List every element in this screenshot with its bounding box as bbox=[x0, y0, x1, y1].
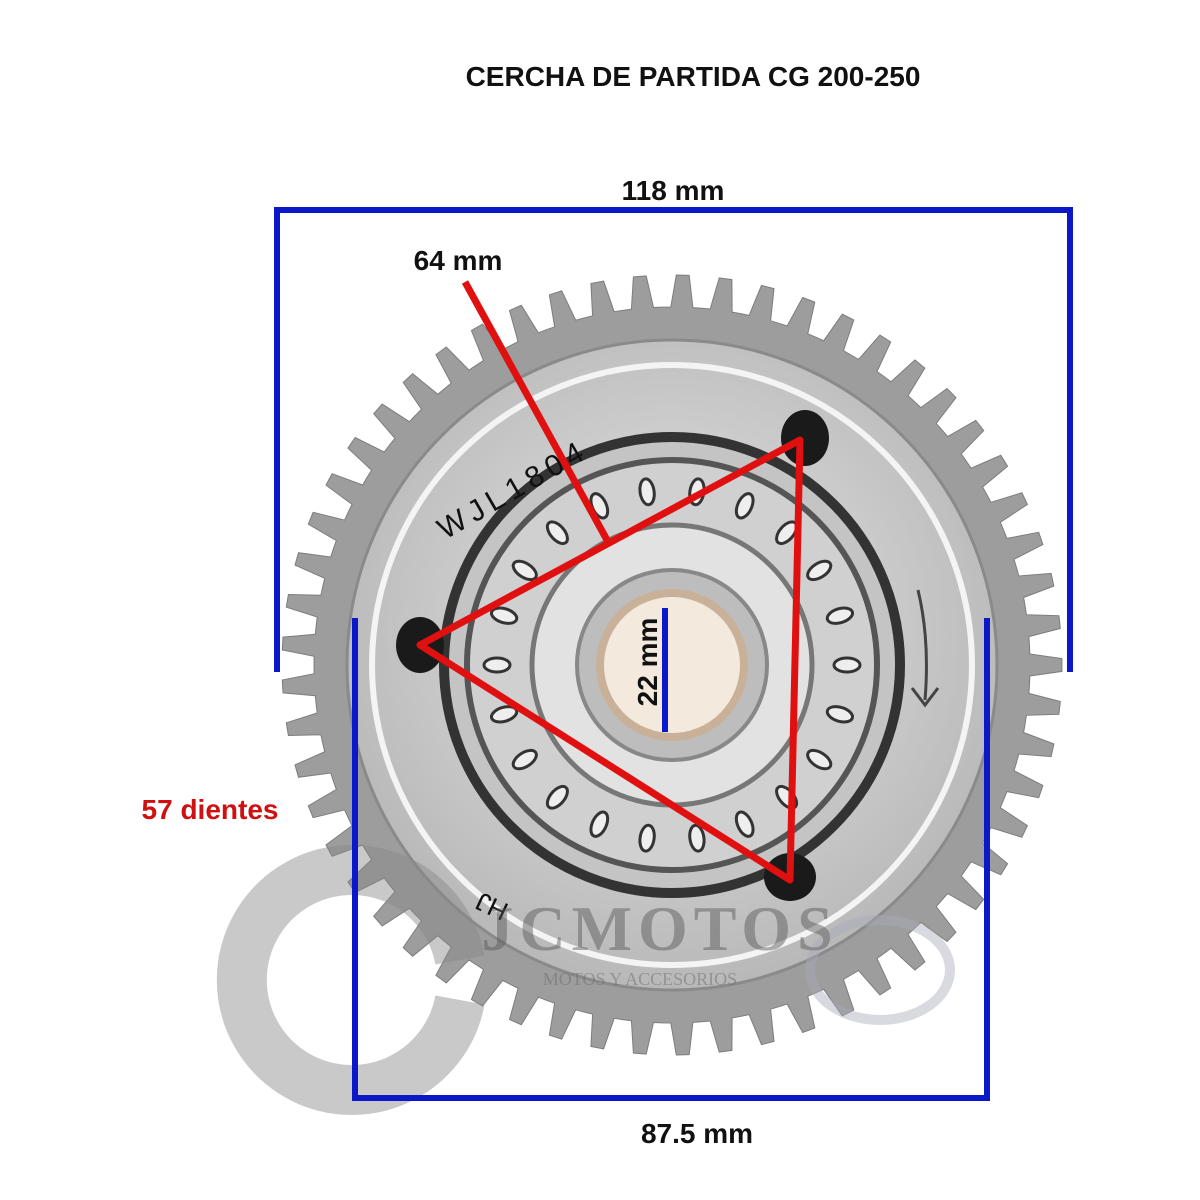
roller bbox=[832, 656, 862, 674]
roller bbox=[734, 810, 755, 838]
roller bbox=[638, 477, 656, 507]
roller bbox=[806, 748, 833, 771]
page-title: CERCHA DE PARTIDA CG 200-250 bbox=[466, 61, 921, 92]
teeth-count-label: 57 dientes bbox=[142, 794, 279, 825]
roller bbox=[545, 520, 569, 546]
roller bbox=[688, 823, 706, 853]
roller bbox=[511, 748, 538, 771]
roller bbox=[806, 559, 833, 582]
hub-width-label: 87.5 mm bbox=[641, 1118, 753, 1149]
hub-width-dimension-line bbox=[352, 618, 990, 1101]
roller bbox=[545, 784, 569, 810]
roller bbox=[825, 705, 855, 724]
bore-label: 22 mm bbox=[632, 618, 663, 707]
roller bbox=[638, 823, 656, 853]
bolt-circle-triangle bbox=[416, 436, 804, 884]
roller bbox=[482, 656, 512, 674]
roller bbox=[489, 606, 519, 625]
bolt-hole bbox=[781, 410, 829, 466]
roller bbox=[489, 705, 519, 724]
outer-ring-highlight bbox=[369, 362, 975, 968]
roller bbox=[589, 810, 610, 838]
watermark-brand: JCMOTOS bbox=[481, 893, 838, 964]
bolt-circle-label: 64 mm bbox=[414, 245, 503, 276]
roller bbox=[825, 606, 855, 625]
center-bore bbox=[596, 589, 748, 741]
watermark-logo-ring bbox=[805, 915, 955, 1025]
roller bbox=[734, 492, 755, 520]
rotation-arrow-icon bbox=[910, 589, 940, 708]
bolt-circle-leader bbox=[461, 280, 611, 542]
outer-width-dimension-line bbox=[274, 207, 1073, 672]
outer-width-label: 118 mm bbox=[622, 175, 725, 206]
watermark-subtitle: MOTOS Y ACCESORIOS bbox=[543, 969, 737, 989]
watermark-logo-arc bbox=[216, 845, 485, 1115]
watermark: JCMOTOS MOTOS Y ACCESORIOS bbox=[216, 845, 955, 1115]
roller bbox=[511, 559, 538, 582]
